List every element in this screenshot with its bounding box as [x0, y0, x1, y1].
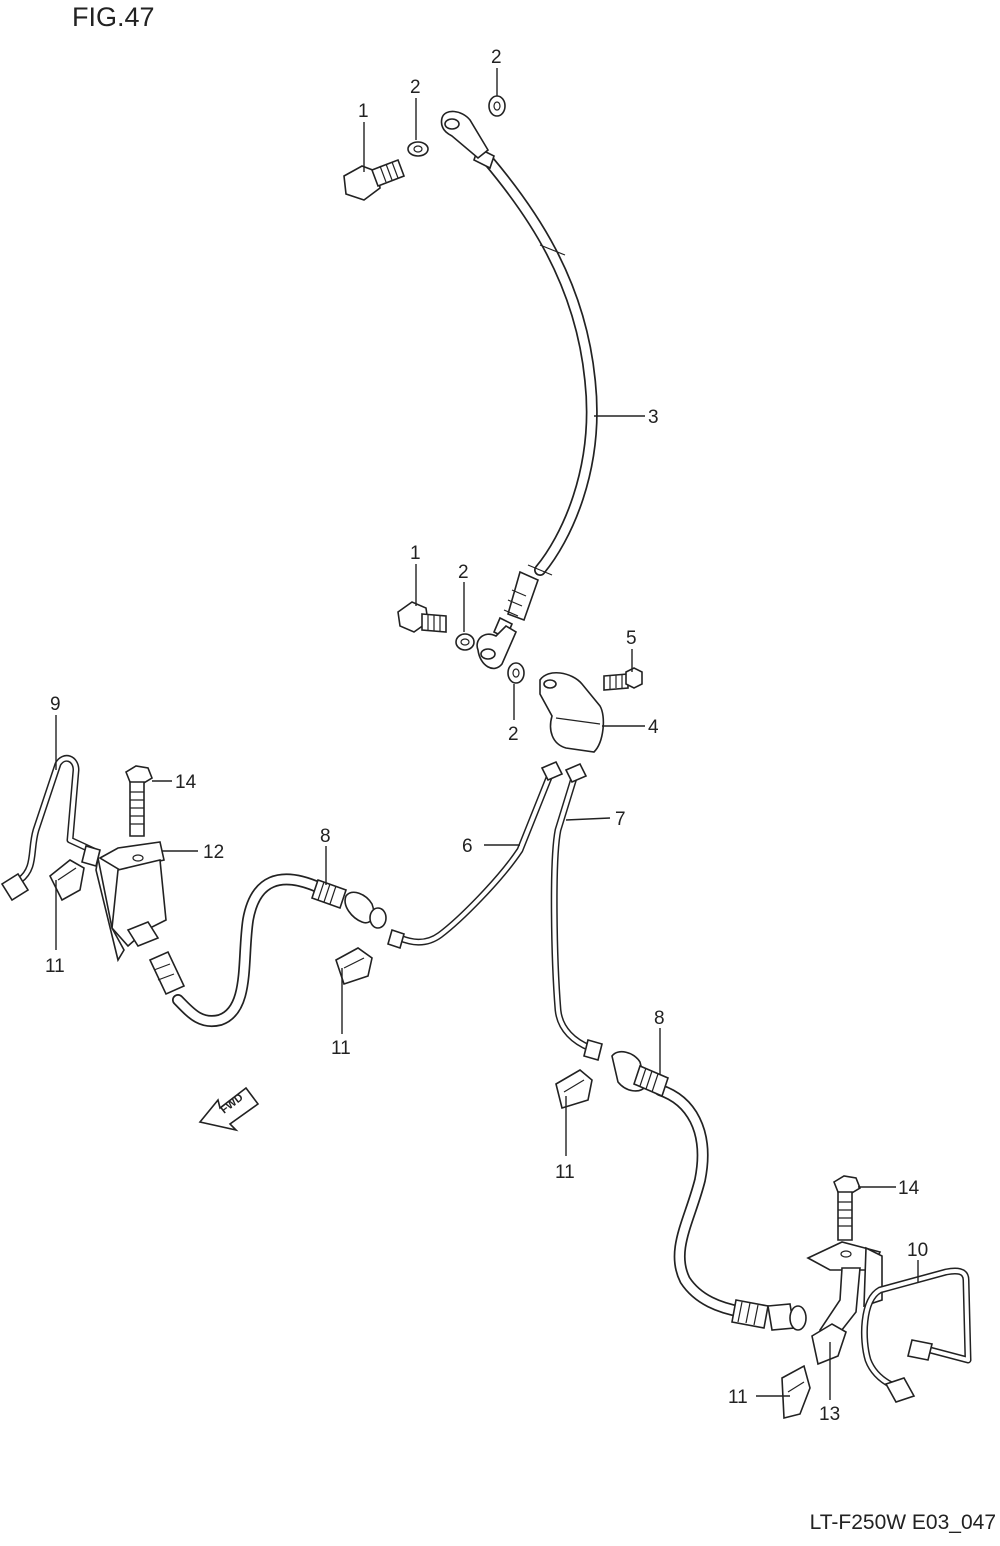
brake-pipe-9 [0, 754, 101, 902]
drawing-reference-code: LT-F250W E03_047 [809, 1511, 996, 1534]
joint-bolt [603, 667, 643, 691]
callout-label: 13 [819, 1404, 840, 1425]
brake-hose-left [148, 873, 387, 1028]
washer [407, 141, 429, 157]
callout-label: 11 [331, 1038, 351, 1059]
callout-label: 2 [491, 47, 502, 68]
brake-hose-right [611, 1050, 807, 1331]
brake-hose-joint [539, 672, 605, 753]
callout-label: 2 [508, 724, 519, 745]
hose-bracket-left [95, 841, 167, 963]
figure-title: FIG.47 [72, 2, 155, 32]
callout-label: 4 [648, 717, 659, 738]
washer [488, 95, 506, 117]
callout-label: 2 [410, 77, 421, 98]
callout-label: 8 [320, 826, 331, 847]
callout-label: 2 [458, 562, 469, 583]
callout-label: 7 [615, 809, 626, 830]
callout-label: 10 [907, 1240, 928, 1261]
callout-label: 12 [203, 842, 224, 863]
washer [455, 633, 475, 651]
bracket-bolt-left [125, 765, 153, 837]
banjo-fitting-top [440, 110, 490, 160]
callout-label: 1 [358, 101, 369, 122]
banjo-fitting-bottom [476, 624, 518, 670]
hose-clip [781, 1364, 811, 1420]
leader-lines [55, 68, 919, 1400]
brake-hose-upper [473, 146, 598, 640]
callout-label: 11 [555, 1162, 575, 1183]
brake-pipe-7 [550, 762, 603, 1061]
callout-label: 5 [626, 628, 637, 649]
union-bolt-bottom [397, 601, 447, 633]
callout-label: 11 [728, 1387, 748, 1408]
brake-pipe-10 [860, 1267, 972, 1403]
forward-direction-arrow: FWD [198, 1086, 260, 1132]
callout-label: 6 [462, 836, 473, 857]
brake-pipe-6 [387, 760, 564, 950]
hose-clip [48, 859, 85, 902]
callout-label: 11 [45, 956, 65, 977]
bracket-bolt-right [833, 1175, 861, 1241]
union-bolt-top [343, 158, 406, 201]
hose-clip [555, 1069, 593, 1110]
callout-label: 14 [898, 1178, 920, 1199]
callout-label: 3 [648, 407, 659, 428]
callout-label: 8 [654, 1008, 665, 1029]
washer [507, 662, 525, 684]
callout-label: 9 [50, 694, 61, 715]
callout-label: 1 [410, 543, 421, 564]
callout-labels: 1 2 2 3 1 2 5 4 2 9 14 12 8 6 7 11 11 8 … [45, 47, 928, 1425]
callout-label: 14 [175, 772, 197, 793]
